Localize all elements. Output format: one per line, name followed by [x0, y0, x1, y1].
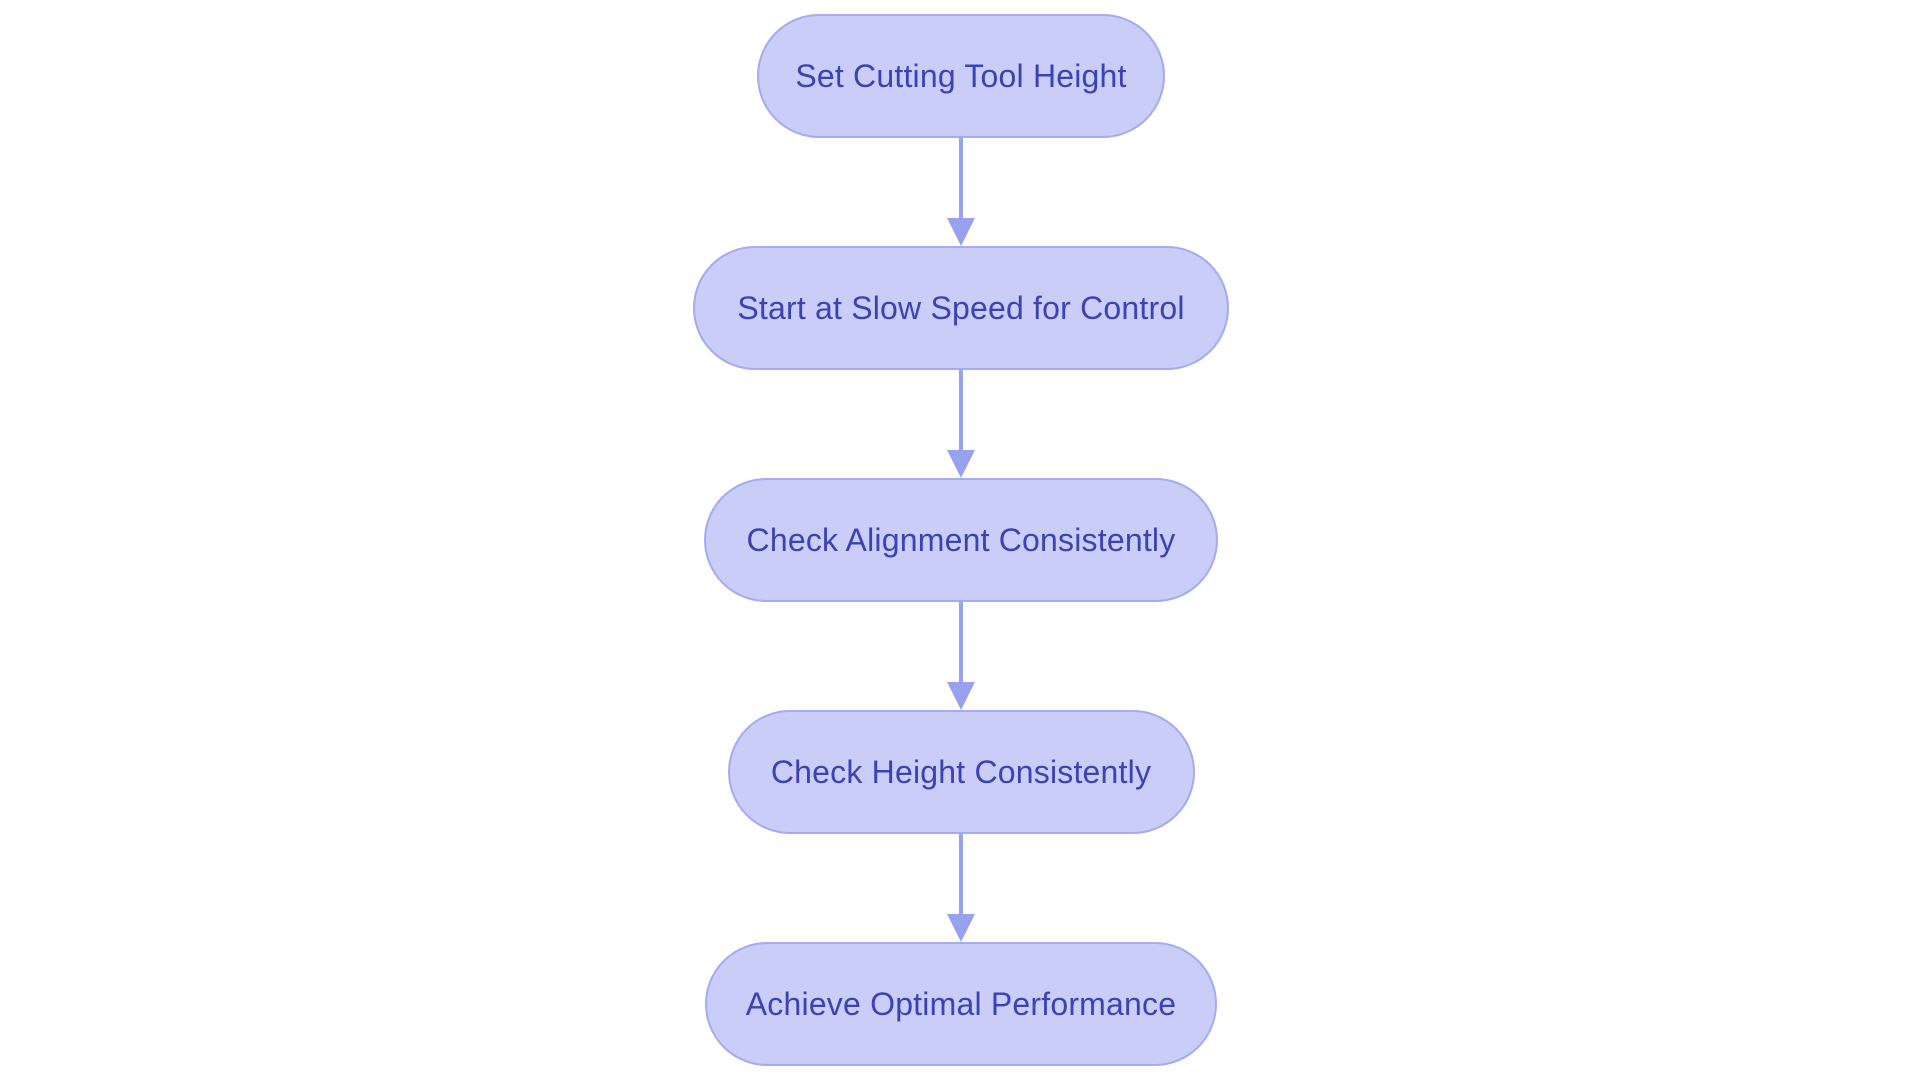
arrow-connector-2 — [947, 370, 975, 478]
flow-node-label: Achieve Optimal Performance — [745, 985, 1177, 1022]
arrow-line — [959, 602, 963, 682]
arrowhead-down-icon — [947, 218, 975, 246]
flow-node-check-height: Check Height Consistently — [727, 710, 1195, 834]
flow-node-label: Set Cutting Tool Height — [795, 57, 1127, 94]
arrow-line — [959, 834, 963, 914]
flow-node-label: Start at Slow Speed for Control — [737, 289, 1185, 326]
arrowhead-down-icon — [947, 682, 975, 710]
flow-node-achieve-optimal-performance: Achieve Optimal Performance — [705, 942, 1217, 1066]
arrow-line — [959, 138, 963, 218]
flow-node-set-cutting-tool-height: Set Cutting Tool Height — [757, 14, 1165, 138]
flow-node-start-at-slow-speed: Start at Slow Speed for Control — [693, 246, 1229, 370]
arrow-connector-4 — [947, 834, 975, 942]
flow-node-check-alignment: Check Alignment Consistently — [704, 478, 1218, 602]
arrow-connector-3 — [947, 602, 975, 710]
flow-node-label: Check Alignment Consistently — [746, 521, 1176, 558]
arrow-line — [959, 370, 963, 450]
arrowhead-down-icon — [947, 914, 975, 942]
flowchart: Set Cutting Tool Height Start at Slow Sp… — [693, 14, 1229, 1066]
flow-node-label: Check Height Consistently — [770, 753, 1152, 790]
arrow-connector-1 — [947, 138, 975, 246]
arrowhead-down-icon — [947, 450, 975, 478]
